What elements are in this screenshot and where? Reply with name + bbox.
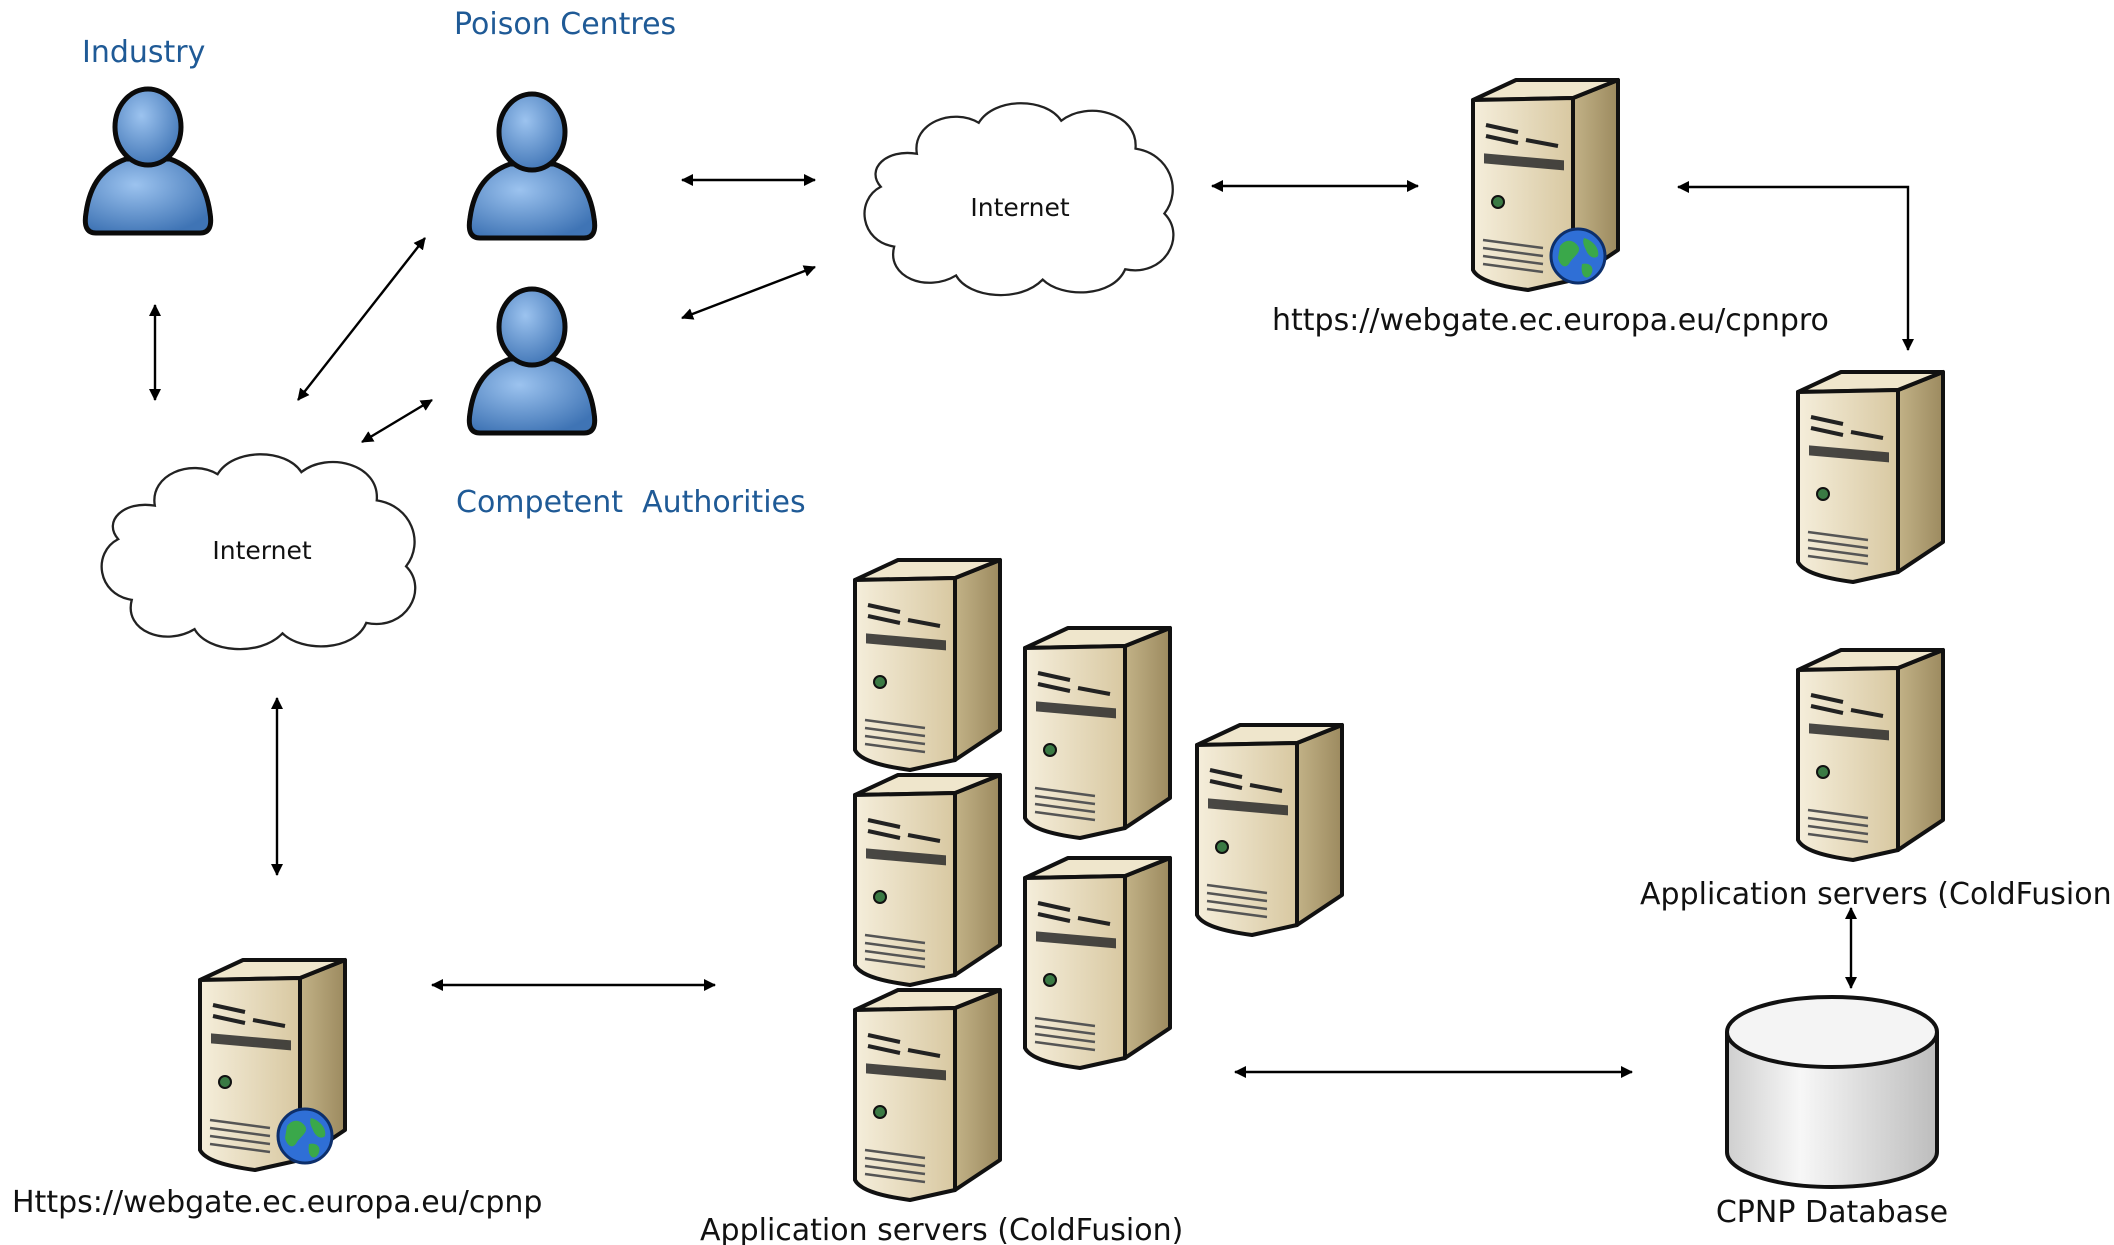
internet-cloud-left: Internet (100, 453, 417, 651)
server-icon (853, 558, 1002, 772)
web-server-cpnp: Https://webgate.ec.europa.eu/cpnp (12, 958, 542, 1220)
arrow-internet-poison-centres (297, 237, 426, 401)
connections (149, 174, 1914, 1078)
user-icon (469, 94, 594, 238)
app-servers-left-label: Application servers (ColdFusion) (700, 1213, 1183, 1245)
database-cylinder-icon (1725, 995, 1939, 1189)
web-server-globe-icon (276, 1107, 334, 1165)
internet-left-label: Internet (212, 536, 311, 565)
internet-top-label: Internet (970, 193, 1069, 222)
url-cpnp-label: Https://webgate.ec.europa.eu/cpnp (12, 1185, 542, 1220)
poison-centres-user: Poison Centres (454, 7, 676, 238)
arrow-internet-competent-authorities (361, 398, 433, 444)
server-icon (1796, 648, 1945, 862)
user-icon (85, 89, 210, 233)
server-icon (853, 773, 1002, 987)
arrow-authorities-cloud (681, 265, 816, 320)
web-server-globe-icon (1549, 227, 1607, 285)
server-icon (1023, 856, 1172, 1070)
server-icon (1796, 370, 1945, 584)
web-server-cpnpro: https://webgate.ec.europa.eu/cpnpro (1272, 78, 1829, 338)
industry-label: Industry (82, 35, 205, 70)
app-servers-right: Application servers (ColdFusion) (1640, 648, 2114, 912)
industry-user: Industry (82, 35, 211, 233)
app-servers-cluster: Application servers (ColdFusion) (700, 558, 1344, 1245)
competent-authorities-user: Competent Authorities (456, 289, 806, 520)
database-label: CPNP Database (1716, 1195, 1948, 1230)
poison-centres-label: Poison Centres (454, 7, 676, 42)
url-cpnpro-label: https://webgate.ec.europa.eu/cpnpro (1272, 303, 1829, 338)
cpnp-database: CPNP Database (1716, 995, 1948, 1230)
app-servers-right-label: Application servers (ColdFusion) (1640, 877, 2114, 912)
server-icon (1023, 626, 1172, 840)
server-icon (1195, 723, 1344, 937)
competent-authorities-label: Competent Authorities (456, 485, 806, 520)
server-icon (853, 988, 1002, 1202)
arrow-webserver-right-server (1677, 181, 1914, 351)
internet-cloud-top: Internet (863, 102, 1175, 297)
user-icon (469, 289, 594, 433)
